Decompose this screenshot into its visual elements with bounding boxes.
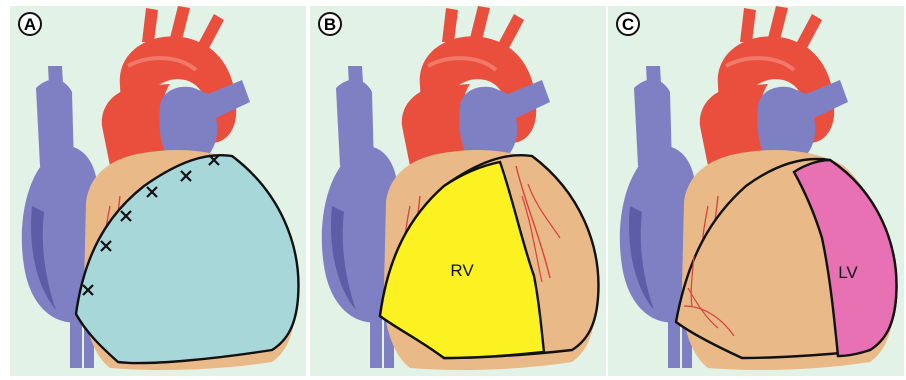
lv-label: LV	[838, 263, 858, 282]
panel-a-label: A	[24, 15, 36, 34]
panel-c-label: C	[622, 15, 634, 34]
panel-a: A	[10, 6, 306, 376]
panel-c: LV C	[608, 6, 904, 376]
panel-b: RV B	[310, 6, 606, 376]
rv-label: RV	[450, 261, 474, 280]
panel-b-label: B	[324, 15, 336, 34]
